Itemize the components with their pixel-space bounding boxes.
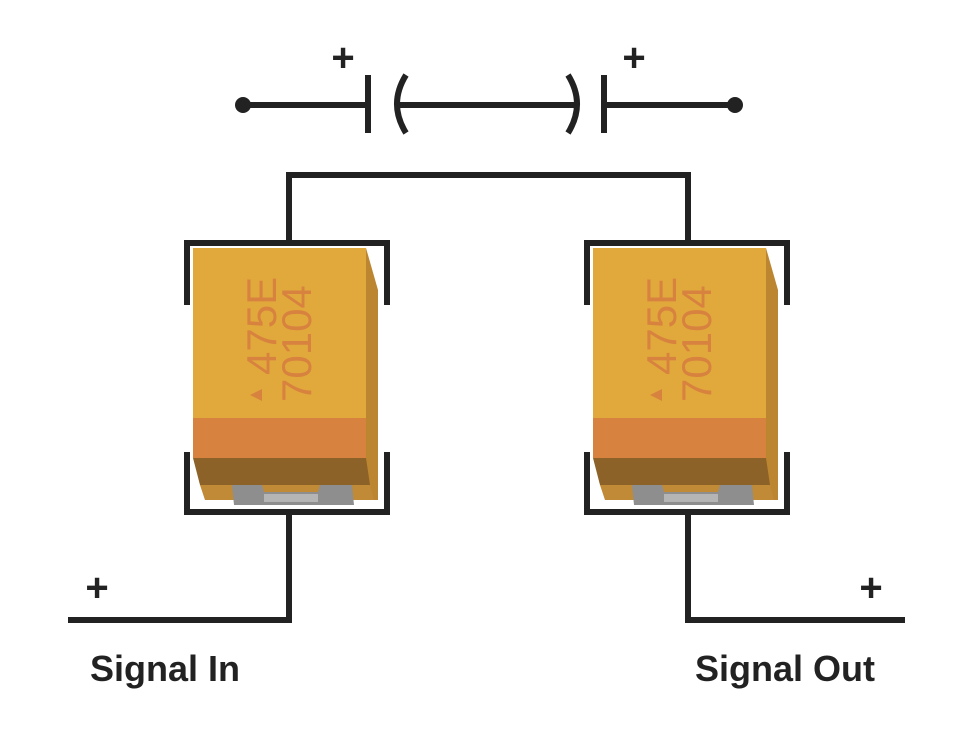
terminal-dot-right (727, 97, 743, 113)
cap-marking-right-1: 475E (638, 277, 685, 375)
signal-out-label: Signal Out (695, 648, 875, 689)
plus-sign-signal-out: + (859, 566, 882, 610)
cap-marking-right-2: 70104 (673, 285, 720, 402)
cap-marking-left-2: 70104 (273, 285, 320, 402)
plus-sign-top-left: + (331, 36, 354, 80)
plus-sign-signal-in: + (85, 566, 108, 610)
polarity-triangle-left (250, 389, 262, 401)
cap-marking-left-1: 475E (238, 277, 285, 375)
signal-in-wire (68, 512, 292, 623)
terminal-dot-left (235, 97, 251, 113)
plus-sign-top-right: + (622, 36, 645, 80)
connecting-wire (286, 172, 691, 243)
signal-out-wire (685, 512, 905, 623)
polarity-triangle-right (650, 389, 662, 401)
top-capacitor-symbol (243, 73, 735, 135)
signal-in-label: Signal In (90, 648, 241, 689)
